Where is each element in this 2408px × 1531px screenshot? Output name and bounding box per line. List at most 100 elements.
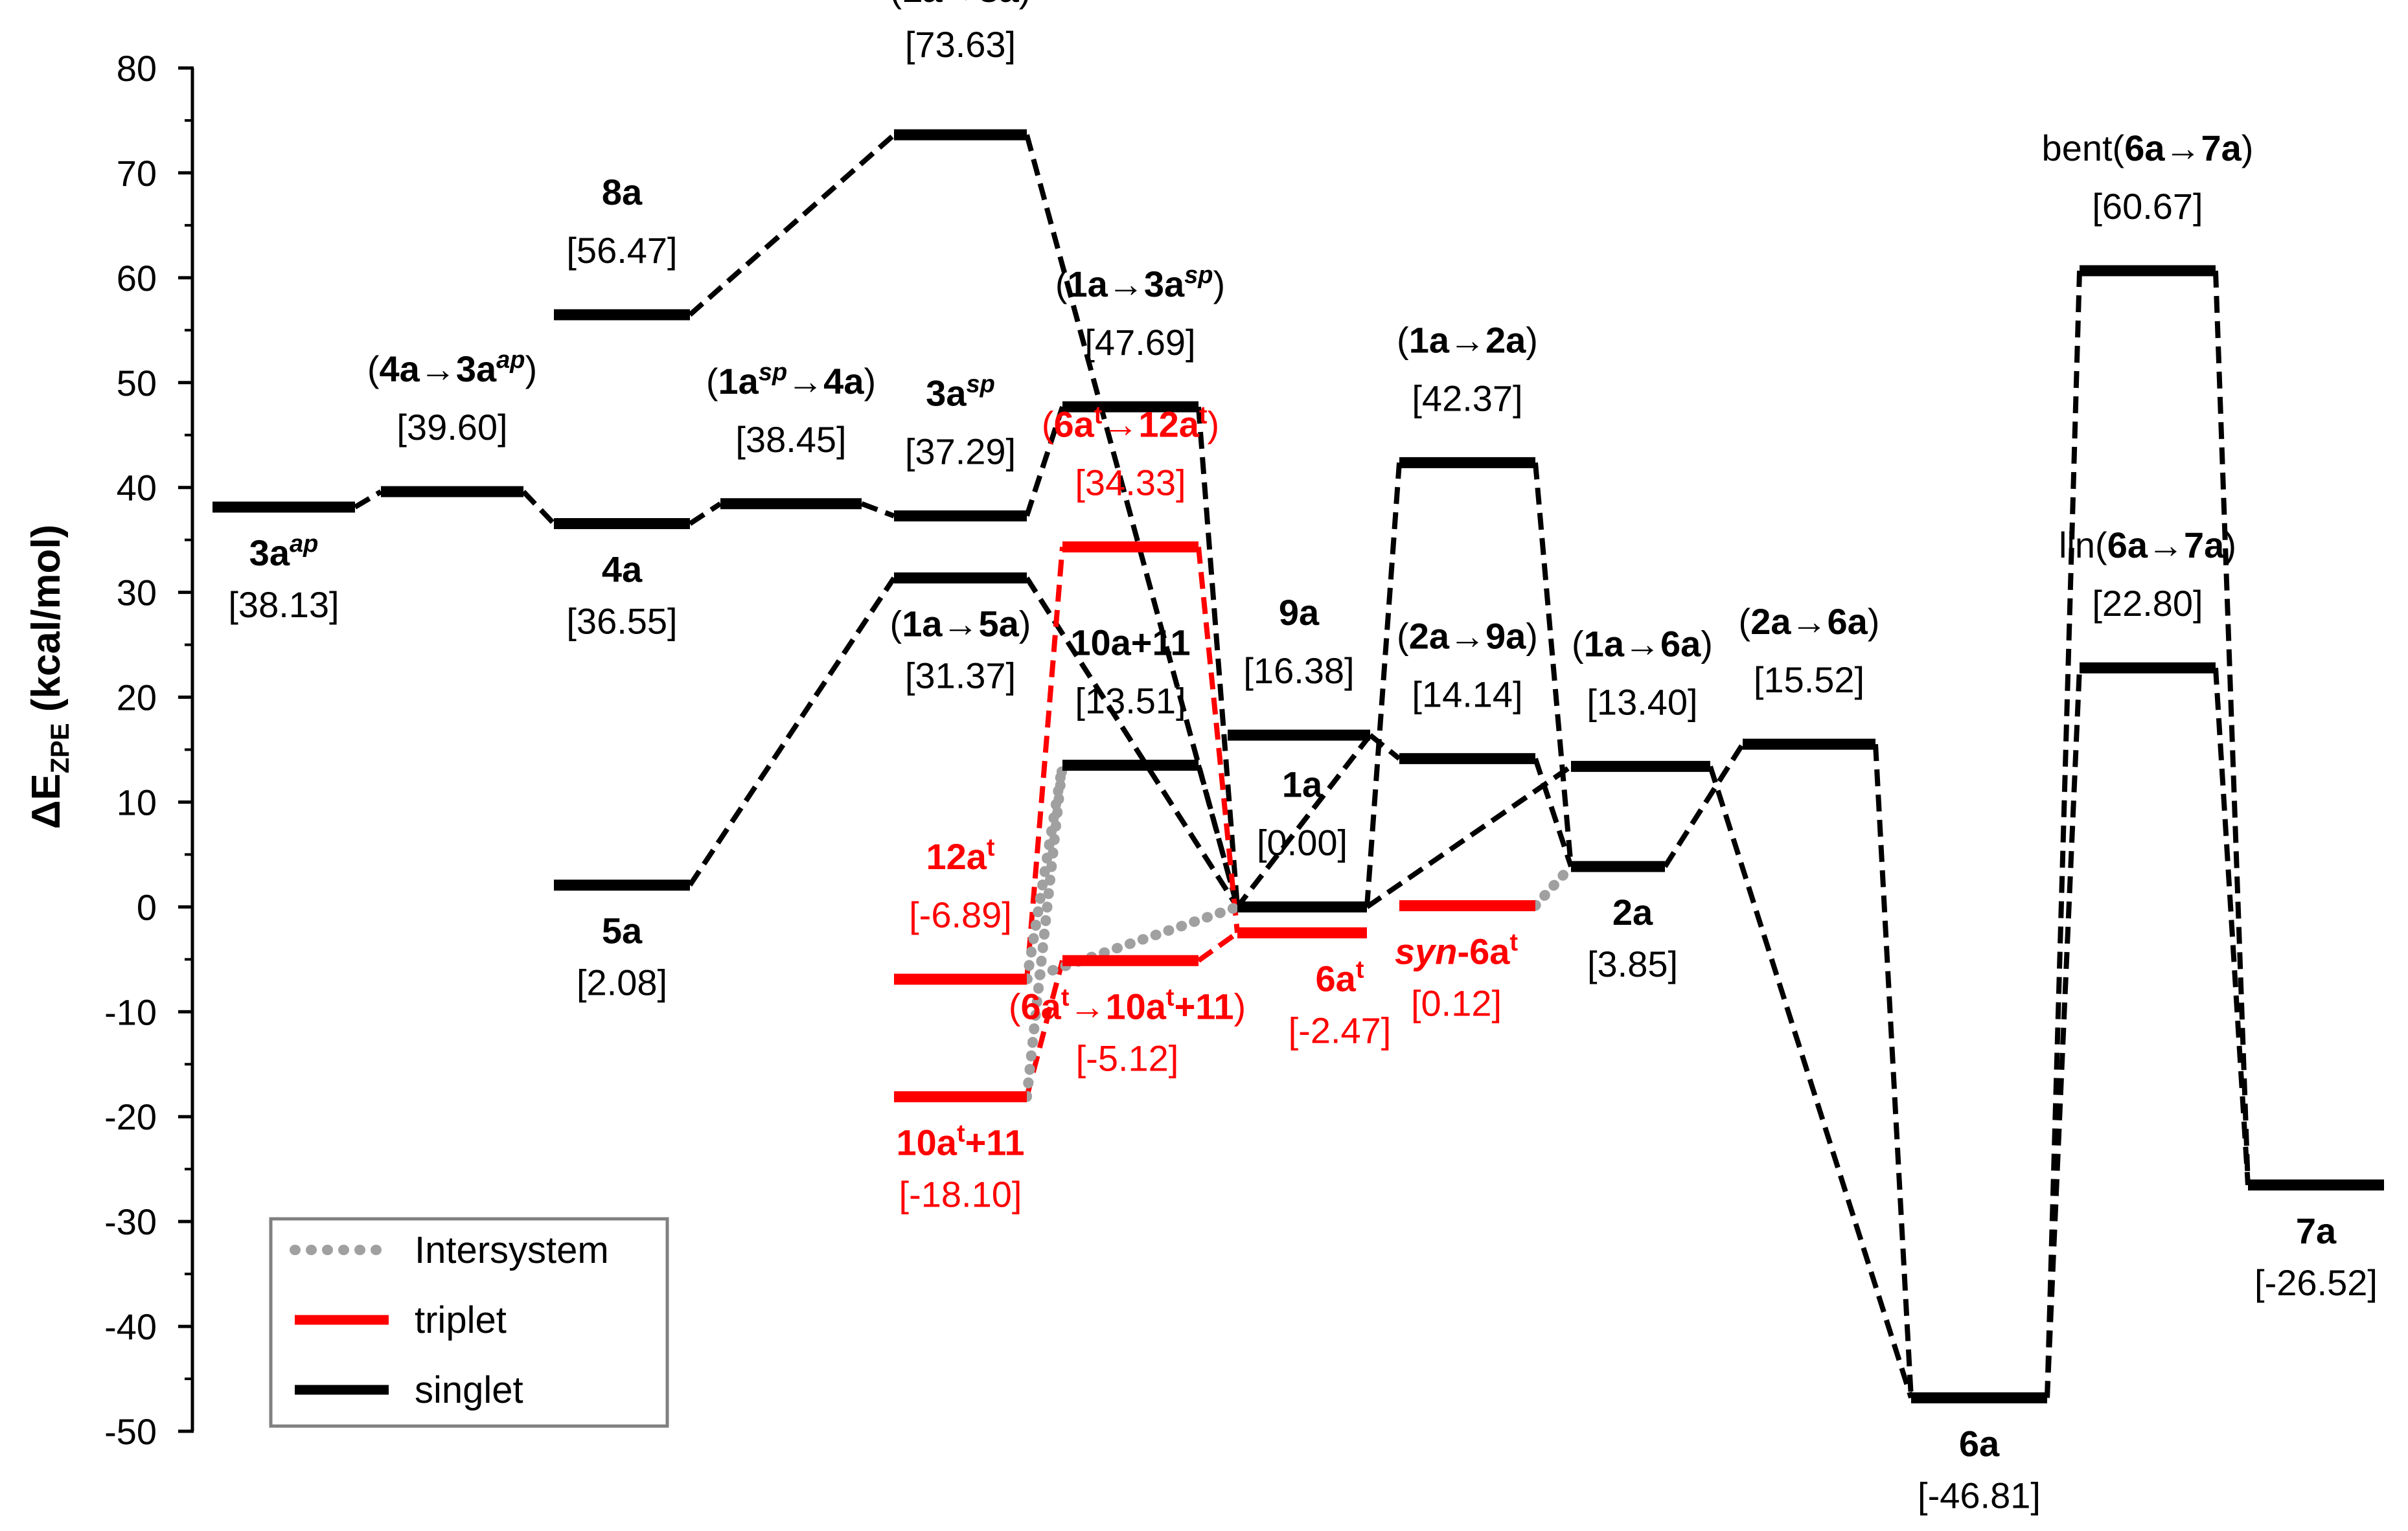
level-name-5a: 5a — [602, 911, 643, 951]
y-tick-label: 80 — [117, 48, 157, 89]
connection-singlet — [860, 501, 895, 519]
level-labels: 3aap[38.13](4a→3aap)[39.60]4a[36.55]8a[5… — [228, 0, 2378, 1515]
connection-singlet — [353, 489, 383, 510]
level-value-syn_6a_t: [0.12] — [1411, 982, 1502, 1023]
connection-singlet — [1708, 766, 1914, 1399]
connection-intersystem — [1530, 861, 1576, 911]
connection-singlet — [688, 501, 722, 526]
level-name-6a_t: 6at — [1316, 956, 1364, 999]
level-value-7a: [-26.52] — [2254, 1262, 2378, 1303]
connection-singlet — [522, 490, 556, 526]
level-value-12a_t: [-6.89] — [909, 894, 1012, 935]
y-tick-label: 10 — [117, 782, 157, 822]
connection-singlet — [1365, 764, 1573, 909]
y-tick-label: 70 — [117, 153, 157, 194]
level-value-9a: [16.38] — [1243, 650, 1354, 691]
level-name-12a_t: 12at — [926, 834, 994, 877]
level-value-10a_11: [13.51] — [1075, 681, 1186, 721]
connection-singlet — [688, 133, 896, 317]
level-value-ts_1a_8a: [73.63] — [905, 24, 1016, 65]
legend-label-singlet: singlet — [415, 1369, 523, 1411]
level-name-syn_6a_t: syn-6at — [1395, 929, 1518, 971]
y-tick-label: -20 — [104, 1096, 157, 1137]
level-name-4a: 4a — [602, 549, 643, 590]
y-axis-label: ΔEZPE (kcal/mol) — [24, 525, 75, 829]
connection-singlet — [1364, 462, 1402, 907]
energy-levels — [212, 129, 2384, 1403]
connection-triplet — [1024, 960, 1065, 1098]
level-value-ts_1a_sp_4a: [38.45] — [735, 419, 846, 460]
level-name-ts_6a_t_12a_t: (6at→12at) — [1042, 402, 1219, 445]
connection-triplet — [1197, 931, 1239, 963]
level-value-10a_t_11: [-18.10] — [899, 1174, 1022, 1214]
y-tick-label: 50 — [117, 363, 157, 403]
connection-triplet — [1024, 547, 1065, 980]
level-name-ts_4a_3a_ap: (4a→3aap) — [367, 346, 537, 389]
level-name-3a_ap: 3aap — [249, 530, 319, 573]
level-value-ts_1a_3a_sp: [47.69] — [1084, 322, 1195, 363]
connection-singlet — [1533, 462, 1574, 867]
connection-singlet — [2045, 270, 2082, 1398]
level-name-10a_t_11: 10at+11 — [897, 1120, 1025, 1162]
connection-singlet — [2045, 668, 2082, 1398]
y-tick-label: -10 — [104, 992, 157, 1032]
level-name-7a: 7a — [2296, 1210, 2337, 1251]
connection-singlet — [2213, 667, 2251, 1186]
level-value-2a: [3.85] — [1587, 944, 1678, 984]
y-tick-label: 20 — [117, 677, 157, 718]
level-value-8a: [56.47] — [566, 230, 677, 271]
legend-label-triplet: triplet — [415, 1299, 507, 1341]
level-name-6a: 6a — [1959, 1423, 2000, 1464]
connection-singlet — [1873, 743, 1914, 1398]
y-tick-label: 0 — [137, 887, 157, 927]
level-value-ts_1a_5a: [31.37] — [905, 655, 1016, 696]
level-value-4a: [36.55] — [566, 601, 677, 642]
level-value-6a_t: [-2.47] — [1289, 1010, 1392, 1050]
level-name-ts_1a_6a: (1a→6a) — [1572, 623, 1713, 664]
connection-intersystem — [1022, 902, 1243, 984]
connection-triplet — [1196, 547, 1240, 933]
connection-singlet — [1024, 576, 1240, 909]
connection-singlet — [1533, 758, 1574, 868]
level-name-ts_lin_6a_7a: lin(6a→7a) — [2059, 525, 2236, 565]
level-value-ts_2a_6a: [15.52] — [1754, 659, 1864, 700]
legend-label-intersystem: Intersystem — [415, 1229, 609, 1271]
level-name-1a: 1a — [1282, 764, 1323, 804]
level-value-1a: [0.00] — [1257, 822, 1347, 863]
connection-singlet — [1368, 733, 1401, 761]
level-value-6a: [-46.81] — [1918, 1475, 2041, 1515]
connection-singlet — [687, 576, 897, 887]
y-tick-label: -30 — [104, 1201, 157, 1242]
connection-intersystem — [1022, 760, 1068, 1102]
level-name-3a_sp: 3asp — [926, 371, 995, 414]
level-name-ts_bent_6a_7a: bent(6a→7a) — [2042, 128, 2254, 168]
connection-singlet — [1235, 733, 1373, 909]
level-value-ts_6a_t_10a_t_11: [-5.12] — [1076, 1038, 1179, 1078]
level-name-10a_11: 10a+11 — [1070, 622, 1190, 663]
y-tick-label: 40 — [117, 468, 157, 508]
legend: Intersystem triplet singlet — [269, 1217, 669, 1428]
level-value-3a_sp: [37.29] — [905, 431, 1016, 472]
level-value-ts_2a_9a: [14.14] — [1412, 674, 1522, 714]
level-name-2a: 2a — [1612, 892, 1653, 933]
level-name-ts_1a_8a: (1a→8a) — [890, 0, 1031, 10]
level-value-ts_bent_6a_7a: [60.67] — [2092, 186, 2203, 227]
level-name-ts_1a_3a_sp: (1a→3asp) — [1055, 262, 1225, 304]
y-tick-label: 60 — [117, 258, 157, 299]
connection-singlet — [2213, 270, 2251, 1185]
connection-singlet — [1024, 405, 1065, 517]
level-name-ts_2a_9a: (2a→9a) — [1397, 615, 1538, 656]
level-name-ts_1a_5a: (1a→5a) — [890, 603, 1031, 644]
y-tick-label: 30 — [117, 573, 157, 613]
level-name-ts_1a_2a: (1a→2a) — [1397, 319, 1538, 360]
connection-singlet — [1196, 406, 1240, 907]
level-value-ts_1a_2a: [42.37] — [1412, 378, 1522, 418]
level-name-ts_6a_t_10a_t_11: (6at→10at+11) — [1009, 984, 1246, 1026]
level-value-ts_lin_6a_7a: [22.80] — [2092, 583, 2203, 624]
level-name-ts_2a_6a: (2a→6a) — [1739, 601, 1880, 642]
level-value-3a_ap: [38.13] — [228, 584, 339, 625]
level-value-ts_1a_6a: [13.40] — [1587, 681, 1697, 722]
level-value-ts_4a_3a_ap: [39.60] — [396, 407, 507, 448]
